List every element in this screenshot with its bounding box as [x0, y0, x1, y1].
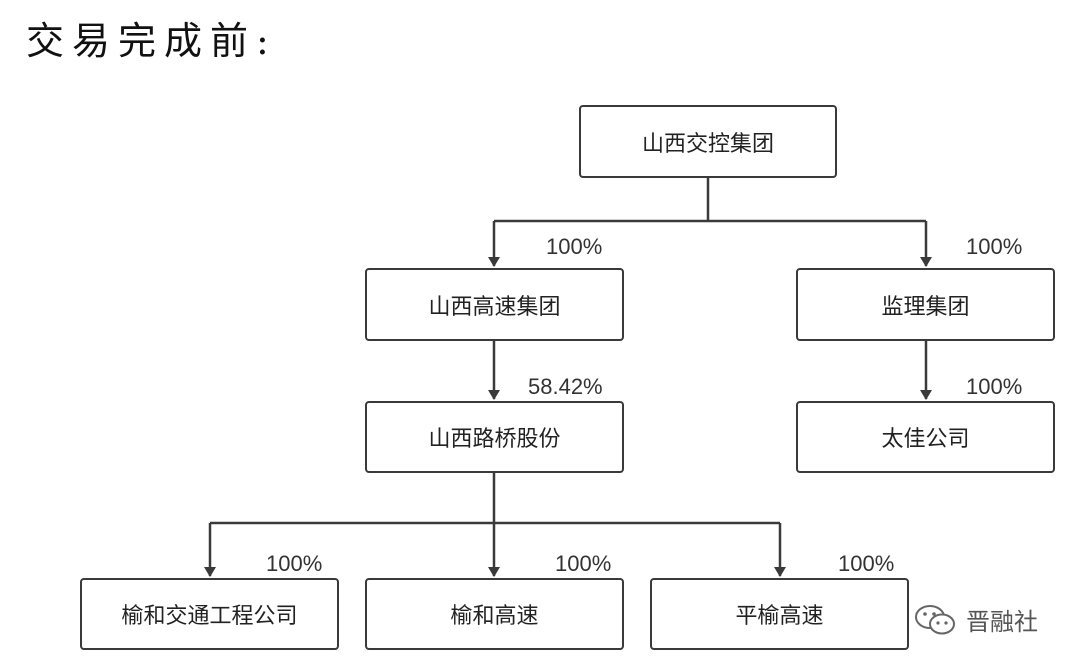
watermark: 晋融社: [914, 602, 1038, 637]
pct-supervision-to-taijia: 100%: [966, 374, 1023, 399]
wechat-icon: [915, 604, 955, 634]
node-yuhe-engineering: 榆和交通工程公司: [80, 578, 339, 650]
node-luqiao: 山西路桥股份: [365, 401, 624, 473]
pct-luqiao-to-yuhe-highway: 100%: [555, 551, 612, 576]
pct-root-to-supervision: 100%: [966, 234, 1023, 259]
node-root: 山西交控集团: [579, 105, 837, 178]
node-supervision-group: 监理集团: [796, 268, 1055, 341]
node-highway-group: 山西高速集团: [365, 268, 624, 341]
pct-luqiao-to-pingyu: 100%: [838, 551, 895, 576]
node-taijia: 太佳公司: [796, 401, 1055, 473]
node-yuhe-highway: 榆和高速: [365, 578, 624, 650]
watermark-text: 晋融社: [966, 608, 1038, 636]
pct-highway-to-luqiao: 58.42%: [528, 374, 603, 399]
pct-root-to-highway: 100%: [546, 234, 603, 259]
diagram-title: 交易完成前:: [26, 19, 277, 63]
node-pingyu-highway: 平榆高速: [650, 578, 909, 650]
pct-luqiao-to-yuhe-eng: 100%: [266, 551, 323, 576]
